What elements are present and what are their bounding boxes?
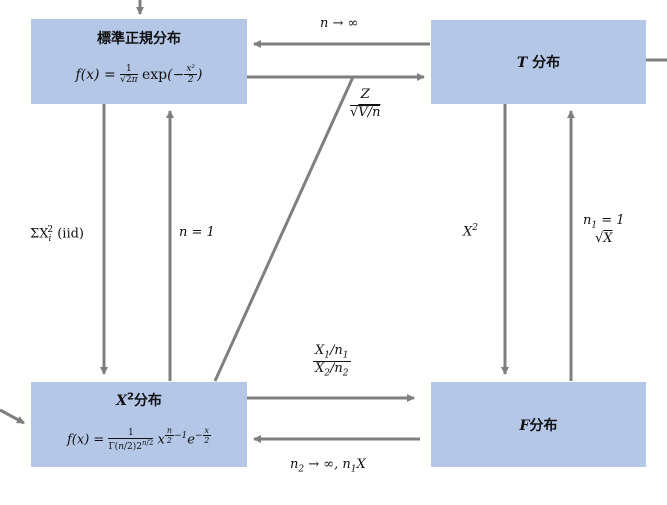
edge-chi2-diagonal	[213, 76, 355, 382]
label-normal-to-chi2: ΣXi2 (iid)	[30, 225, 84, 244]
label-t-to-normal: n → ∞	[320, 16, 359, 31]
label-f-to-chi2: n2 → ∞, n1X	[290, 457, 366, 475]
node-chi-square-title: X2分布	[31, 390, 247, 410]
node-chi-square-title-suffix: 分布	[133, 393, 162, 409]
node-t-title-suffix: 分布	[527, 55, 561, 71]
label-chi2-to-normal: n = 1	[179, 225, 215, 240]
edge-incoming-left	[0, 408, 25, 425]
node-t-distribution: T 分布	[431, 20, 646, 104]
node-f-distribution: F分布	[431, 382, 646, 467]
node-standard-normal-title: 標準正規分布	[97, 31, 181, 47]
node-chi-square-title-sup: 2	[126, 391, 134, 403]
label-t-to-f: X2	[463, 223, 478, 240]
node-t-title: T 分布	[431, 52, 646, 72]
label-normal-to-t: Z√V/n	[350, 87, 381, 120]
node-f-title: F分布	[431, 415, 646, 435]
label-f-to-t: n1 = 1 √X	[583, 213, 625, 246]
node-chi-square-title-var: X	[116, 393, 127, 409]
node-t-title-var: T	[516, 55, 528, 71]
node-f-title-suffix: 分布	[529, 418, 558, 434]
node-f-title-var: F	[519, 418, 530, 434]
